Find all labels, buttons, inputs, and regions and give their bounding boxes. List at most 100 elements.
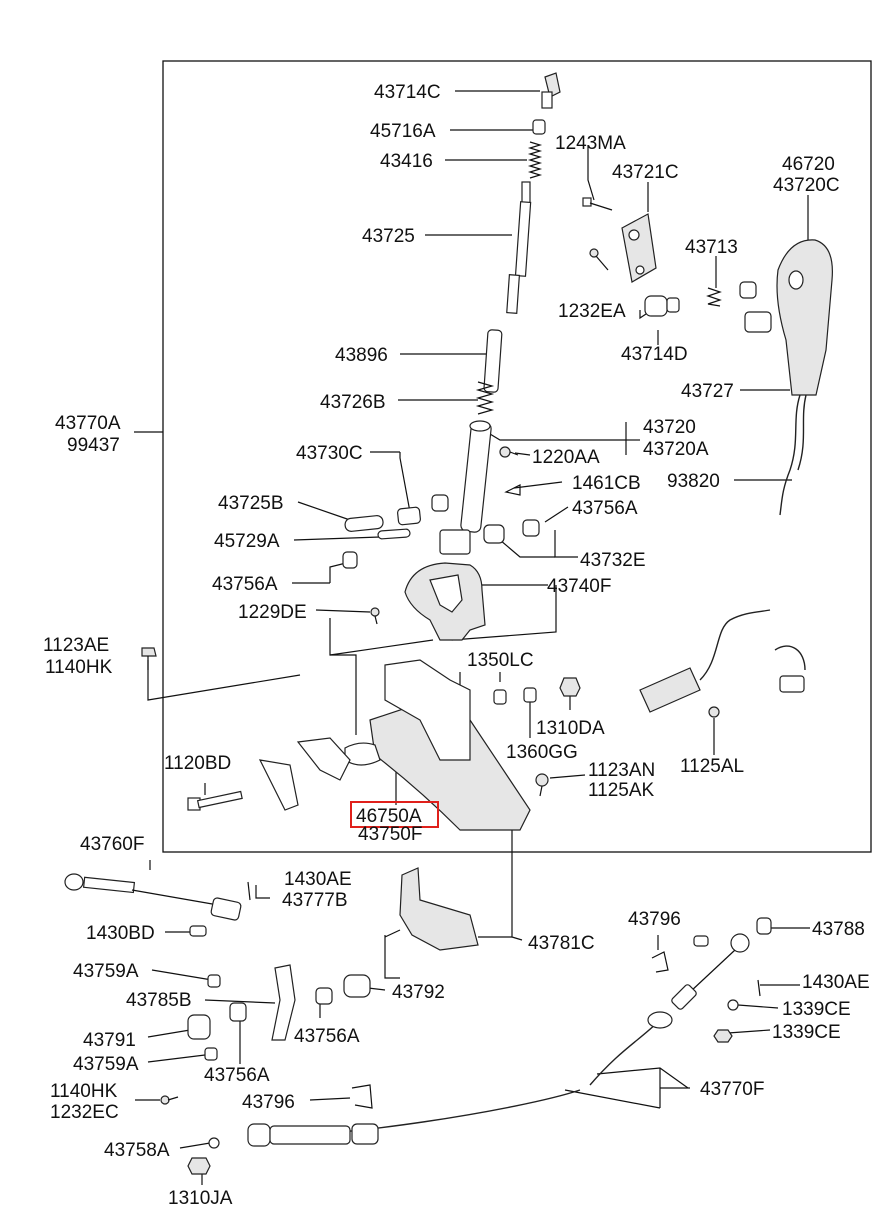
label-1140HK-1[interactable]: 1140HK (45, 657, 113, 678)
part-pin-1430AE (247, 881, 251, 901)
label-1430BD[interactable]: 1430BD (86, 923, 155, 944)
label-43781C[interactable]: 43781C (528, 933, 595, 954)
label-43714C[interactable]: 43714C (374, 82, 441, 103)
part-lever-43785B (271, 964, 296, 1041)
label-43777B[interactable]: 43777B (282, 890, 348, 911)
part-pin-45729A (377, 528, 411, 540)
label-43756A-1[interactable]: 43756A (572, 498, 638, 519)
label-43732E[interactable]: 43732E (580, 550, 646, 571)
label-43896[interactable]: 43896 (335, 345, 388, 366)
label-43756A-4[interactable]: 43756A (204, 1065, 270, 1086)
part-switch-43721C (621, 213, 657, 283)
part-bolt-1140HK-lower (160, 1095, 179, 1105)
part-bolt-1123AE (141, 647, 157, 670)
label-1350LC[interactable]: 1350LC (467, 650, 534, 671)
label-1461CB[interactable]: 1461CB (572, 473, 641, 494)
label-1339CE-1[interactable]: 1339CE (782, 999, 851, 1020)
label-1430AE-1[interactable]: 1430AE (284, 869, 352, 890)
part-spring-43713 (706, 287, 722, 307)
label-43759A-1[interactable]: 43759A (73, 961, 139, 982)
part-bolt-1120BD (187, 790, 243, 811)
part-housing-46750A (344, 659, 531, 831)
label-43725B[interactable]: 43725B (218, 493, 284, 514)
part-nuts-1339CE (713, 979, 761, 1043)
label-43416[interactable]: 43416 (380, 151, 433, 172)
part-spring-43416 (527, 141, 543, 179)
part-bolt-1232EA (589, 248, 609, 271)
label-1125AL[interactable]: 1125AL (680, 756, 744, 777)
highlight-box-46750A (350, 801, 439, 828)
part-cable-43760F (64, 873, 242, 921)
part-bracket-43781C (399, 867, 479, 951)
label-43720C[interactable]: 43720C (773, 175, 840, 196)
part-knob-button (541, 72, 561, 109)
part-spring-43726B (475, 381, 495, 415)
label-1229DE[interactable]: 1229DE (238, 602, 307, 623)
label-43759A-2[interactable]: 43759A (73, 1054, 139, 1075)
label-43792[interactable]: 43792 (392, 982, 445, 1003)
part-bolt-1220AA (499, 446, 519, 458)
label-43791[interactable]: 43791 (83, 1030, 136, 1051)
label-43770A[interactable]: 43770A (55, 413, 121, 434)
label-1310DA[interactable]: 1310DA (536, 718, 605, 739)
label-43740F[interactable]: 43740F (547, 576, 611, 597)
label-1123AE[interactable]: 1123AE (43, 635, 109, 656)
part-bolt-1229DE (370, 607, 380, 625)
part-cable-43770F (247, 933, 750, 1147)
label-43730C[interactable]: 43730C (296, 443, 363, 464)
label-46720[interactable]: 46720 (782, 154, 835, 175)
label-43720[interactable]: 43720 (643, 417, 696, 438)
label-43756A-2[interactable]: 43756A (212, 574, 278, 595)
part-bushings-43792 (187, 974, 371, 1061)
label-43750F[interactable]: 43750F (358, 824, 422, 845)
label-1125AK[interactable]: 1125AK (588, 780, 655, 801)
part-tube-43896 (483, 329, 503, 393)
label-1430AE-2[interactable]: 1430AE (802, 972, 870, 993)
label-1310JA[interactable]: 1310JA (168, 1188, 233, 1209)
part-indicator-43740F (404, 562, 486, 641)
part-bolt-1123AN (535, 773, 549, 797)
label-1232EC[interactable]: 1232EC (50, 1102, 119, 1123)
part-clip-1461CB (504, 484, 521, 496)
label-43725[interactable]: 43725 (362, 226, 415, 247)
label-99437[interactable]: 99437 (67, 435, 120, 456)
label-93820[interactable]: 93820 (667, 471, 720, 492)
label-43760F[interactable]: 43760F (80, 834, 144, 855)
label-43721C[interactable]: 43721C (612, 162, 679, 183)
label-43796-1[interactable]: 43796 (628, 909, 681, 930)
part-clip-43796-lower (351, 1084, 373, 1109)
part-lever-43720 (439, 420, 492, 555)
part-bolt-1243MA (582, 197, 613, 211)
label-1123AN[interactable]: 1123AN (588, 760, 655, 781)
label-43785B[interactable]: 43785B (126, 990, 192, 1011)
label-1232EA[interactable]: 1232EA (558, 301, 626, 322)
label-45729A[interactable]: 45729A (214, 531, 280, 552)
part-bushing-45716A (532, 119, 546, 135)
label-43796-2[interactable]: 43796 (242, 1092, 295, 1113)
part-bushing-43756A-left (342, 551, 358, 569)
label-43727[interactable]: 43727 (681, 381, 734, 402)
label-43758A[interactable]: 43758A (104, 1140, 170, 1161)
part-button-43714D (644, 295, 680, 317)
part-pin-43725B (344, 506, 421, 532)
label-43726B[interactable]: 43726B (320, 392, 386, 413)
label-1120BD[interactable]: 1120BD (164, 753, 231, 774)
label-43720A[interactable]: 43720A (643, 439, 709, 460)
part-bushing-43756A-upper (431, 494, 540, 544)
label-45716A[interactable]: 45716A (370, 121, 436, 142)
label-46750A[interactable]: 46750A (356, 806, 422, 827)
label-1243MA[interactable]: 1243MA (555, 133, 626, 154)
label-1220AA[interactable]: 1220AA (532, 447, 600, 468)
part-module-1125AL (639, 609, 806, 718)
label-43713[interactable]: 43713 (685, 237, 738, 258)
label-43756A-3[interactable]: 43756A (294, 1026, 360, 1047)
label-1339CE-2[interactable]: 1339CE (772, 1022, 841, 1043)
part-bracket-left (258, 737, 351, 811)
label-1140HK-2[interactable]: 1140HK (50, 1081, 118, 1102)
label-43788[interactable]: 43788 (812, 919, 865, 940)
label-1360GG[interactable]: 1360GG (506, 742, 578, 763)
label-43770F[interactable]: 43770F (700, 1079, 764, 1100)
part-pin-1430BD (189, 925, 207, 937)
label-43714D[interactable]: 43714D (621, 344, 688, 365)
